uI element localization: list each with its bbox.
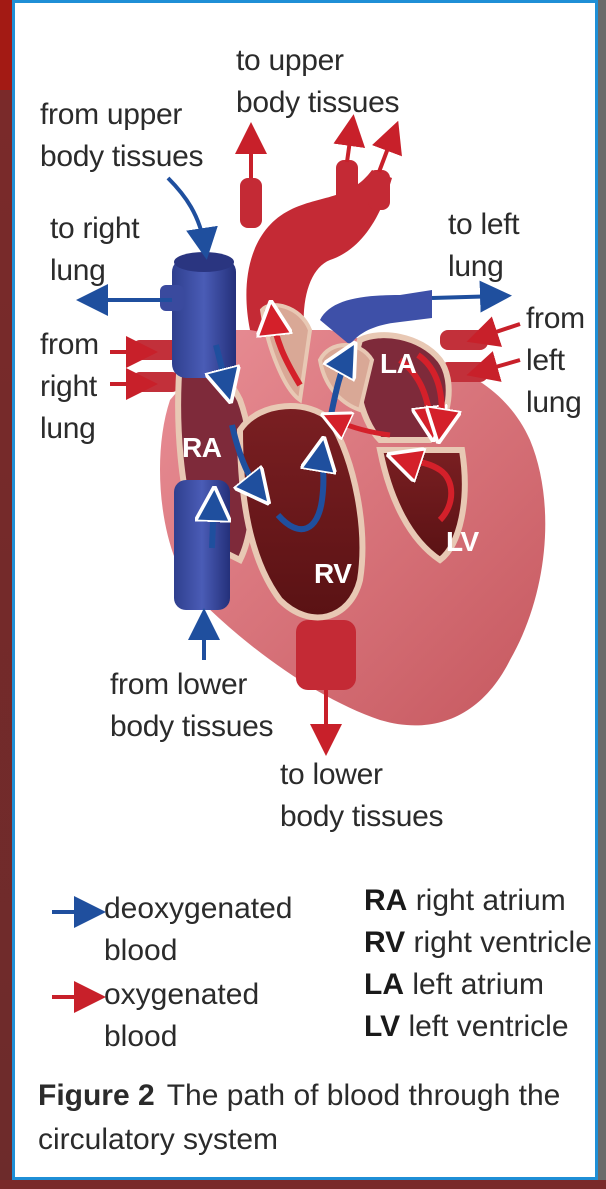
arrow-from-upper	[168, 178, 205, 248]
label-to-right-lung: to right lung	[50, 208, 139, 292]
label-from-left-lung: from left lung	[526, 298, 585, 424]
legend-abbr-la: LA	[364, 968, 404, 1001]
chamber-label-rv: RV	[314, 558, 351, 590]
flow-ra-up	[212, 498, 214, 548]
aorta-branch-2	[336, 160, 358, 210]
legend-abbr-lv: LV	[364, 1010, 400, 1043]
chamber-label-ra: RA	[182, 432, 221, 464]
chamber-label-la: LA	[380, 348, 416, 380]
legend-abbr-ra: RA	[364, 884, 407, 917]
chamber-label-lv: LV	[446, 526, 479, 558]
pulmonary-vein-left-upper	[440, 330, 488, 350]
vena-cava-opening	[174, 252, 234, 272]
arrow-to-upper-2	[347, 126, 352, 162]
arrow-to-upper-3	[379, 132, 394, 172]
caption-figure-number: Figure 2	[38, 1079, 155, 1112]
legend-item-ra: RA right atrium	[364, 880, 566, 922]
legend-text-ra: right atrium	[416, 884, 566, 917]
descending-aorta	[296, 620, 356, 690]
label-from-right-lung: from right lung	[40, 324, 99, 450]
label-to-upper-body: to upper body tissues	[236, 40, 399, 124]
label-from-upper-body: from upper body tissues	[40, 94, 203, 178]
inferior-vena-cava	[174, 480, 230, 610]
legend-oxygenated-label: oxygenated blood	[104, 974, 259, 1058]
arrow-from-left-lung-1	[478, 324, 520, 338]
label-from-lower-body: from lower body tissues	[110, 664, 273, 748]
legend-text-rv: right ventricle	[413, 926, 591, 959]
legend-text-la: left atrium	[412, 968, 544, 1001]
legend-item-rv: RV right ventricle	[364, 922, 592, 964]
legend-deoxygenated-label: deoxygenated blood	[104, 888, 293, 972]
label-to-lower-body: to lower body tissues	[280, 754, 443, 838]
legend-item-lv: LV left ventricle	[364, 1006, 569, 1048]
legend-item-la: LA left atrium	[364, 964, 544, 1006]
arrow-to-left-lung	[432, 296, 500, 298]
aorta-branch-1	[240, 178, 262, 228]
label-to-left-lung: to left lung	[448, 204, 519, 288]
legend-text-lv: left ventricle	[408, 1010, 568, 1043]
superior-vena-cava	[172, 258, 236, 378]
aorta-branch-3	[368, 170, 390, 210]
legend-abbr-rv: RV	[364, 926, 405, 959]
